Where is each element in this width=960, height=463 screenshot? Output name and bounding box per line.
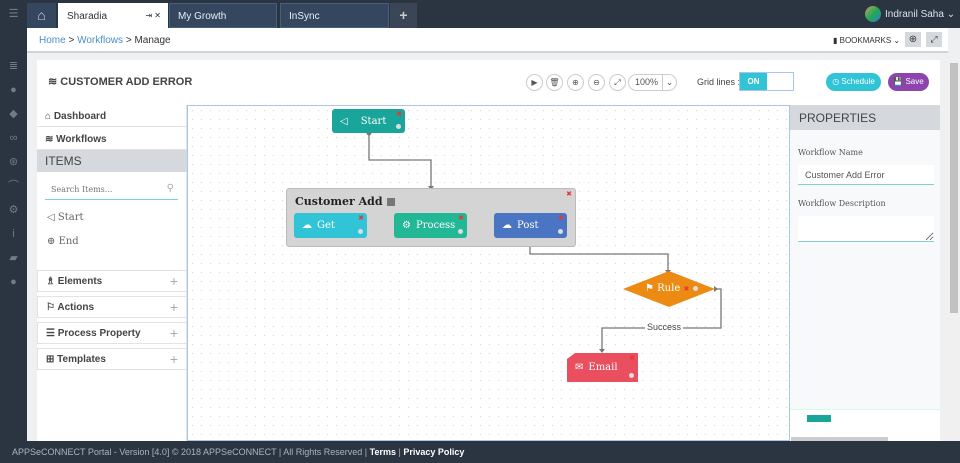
section-actions[interactable]: ⚐ Actions+ bbox=[37, 296, 187, 318]
connector-start-group bbox=[368, 133, 432, 188]
node-rule-shape[interactable] bbox=[623, 271, 715, 307]
close-icon[interactable]: ✖ bbox=[396, 110, 402, 118]
cloud-download-icon: ☁ bbox=[302, 220, 312, 231]
node-rule[interactable]: ⚑ Rule ✖ bbox=[645, 283, 698, 294]
breadcrumb-workflows[interactable]: Workflows bbox=[77, 35, 124, 46]
tab-my-growth[interactable]: My Growth bbox=[169, 3, 277, 28]
sidebar-item-workflows[interactable]: ≋ Workflows bbox=[37, 128, 187, 150]
tag-icon[interactable]: ◆ bbox=[9, 108, 18, 120]
success-label: Success bbox=[645, 322, 684, 332]
breadcrumb-home[interactable]: Home bbox=[39, 35, 66, 46]
item-start[interactable]: ◁ Start bbox=[47, 212, 84, 223]
breadcrumb-current: Manage bbox=[134, 35, 171, 46]
pin-close-icon[interactable]: ⇥ ✕ bbox=[145, 11, 161, 20]
node-email[interactable]: ✉Email✖ bbox=[567, 353, 638, 382]
plus-icon[interactable]: + bbox=[169, 351, 178, 367]
close-icon[interactable]: ✖ bbox=[358, 214, 364, 222]
menu-icon[interactable]: ☰ bbox=[8, 8, 19, 20]
privacy-link[interactable]: Privacy Policy bbox=[403, 447, 465, 457]
left-rail: ☰ ≣ ● ◆ ∞ ⊛ ⌒ ⚙ i ▰ ● bbox=[0, 0, 27, 463]
send-icon: ◁ bbox=[340, 115, 348, 127]
tab-insync[interactable]: InSync bbox=[280, 3, 389, 28]
group-header: Customer Add bbox=[295, 195, 395, 208]
cloud-upload-icon: ☁ bbox=[502, 220, 512, 231]
delete-button[interactable]: 🗑 bbox=[546, 74, 563, 91]
fit-button[interactable]: ⤢ bbox=[609, 74, 626, 91]
signpost-icon: ⚑ bbox=[645, 283, 654, 294]
user-icon[interactable]: ● bbox=[10, 276, 17, 288]
gear-icon[interactable]: ⚙ bbox=[8, 204, 19, 216]
workflow-canvas[interactable] bbox=[187, 105, 790, 441]
close-icon[interactable]: ✖ bbox=[458, 214, 464, 222]
collapse-icon[interactable] bbox=[386, 197, 395, 206]
avatar[interactable] bbox=[865, 6, 881, 22]
scrollbar[interactable] bbox=[948, 53, 960, 441]
properties-header: PROPERTIES bbox=[790, 105, 940, 130]
chat-icon[interactable]: ● bbox=[10, 84, 17, 96]
workflow-description-label: Workflow Description bbox=[798, 199, 886, 208]
item-end[interactable]: ⊕ End bbox=[47, 236, 79, 247]
terms-link[interactable]: Terms bbox=[369, 447, 396, 457]
close-icon[interactable]: ✖ bbox=[683, 285, 690, 293]
connector-rule-email bbox=[601, 288, 722, 351]
add-tab-button[interactable]: + bbox=[390, 3, 417, 28]
workflow-name-input[interactable] bbox=[798, 165, 934, 185]
zoom-select[interactable]: 100%⌄ bbox=[628, 74, 677, 91]
support-icon[interactable]: ⊛ bbox=[8, 156, 19, 168]
add-circle-button[interactable]: ⊕ bbox=[905, 32, 921, 47]
grid-lines-label: Grid lines : bbox=[697, 77, 741, 87]
node-get[interactable]: ☁Get✖ bbox=[294, 213, 367, 238]
close-icon[interactable]: ✖ bbox=[566, 191, 572, 198]
layers-icon: ≋ bbox=[48, 76, 58, 88]
section-elements[interactable]: ♗ Elements+ bbox=[37, 270, 187, 292]
properties-panel: PROPERTIES Workflow Name Workflow Descri… bbox=[790, 105, 940, 441]
footer: APPSeCONNECT Portal - Version [4.0] © 20… bbox=[0, 441, 960, 463]
save-button[interactable]: 💾 Save bbox=[888, 73, 929, 91]
info-icon[interactable]: i bbox=[12, 228, 15, 240]
minimap[interactable] bbox=[790, 409, 940, 441]
zoom-out-button[interactable]: ⊖ bbox=[588, 74, 605, 91]
mail-icon: ✉ bbox=[575, 362, 584, 373]
node-start[interactable]: ◁Start✖ bbox=[332, 109, 405, 133]
top-bar: ⌂ Sharadia⇥ ✕ My Growth InSync + Indrani… bbox=[27, 0, 960, 28]
bridge-icon[interactable]: ⌒ bbox=[8, 180, 19, 192]
schedule-button[interactable]: ◷ Schedule bbox=[826, 73, 881, 91]
page-title: ≋ CUSTOMER ADD ERROR bbox=[48, 76, 193, 88]
node-post[interactable]: ☁Post✖ bbox=[494, 213, 567, 238]
tab-sharadia[interactable]: Sharadia⇥ ✕ bbox=[58, 3, 168, 28]
workflow-description-input[interactable] bbox=[798, 216, 934, 242]
left-panel: ⌂ Dashboard ≋ Workflows ITEMS ⚲ ◁ Start … bbox=[37, 105, 187, 441]
user-menu[interactable]: Indranil Saha ⌄ bbox=[885, 9, 956, 20]
zoom-in-button[interactable]: ⊕ bbox=[567, 74, 584, 91]
sidebar-item-dashboard[interactable]: ⌂ Dashboard bbox=[37, 105, 187, 127]
bookmarks-dropdown[interactable]: ▮ BOOKMARKS ⌄ bbox=[833, 36, 901, 45]
section-templates[interactable]: ⊞ Templates+ bbox=[37, 348, 187, 370]
plus-icon[interactable]: + bbox=[169, 273, 178, 289]
close-icon[interactable]: ✖ bbox=[558, 214, 564, 222]
node-process[interactable]: ⚙Process✖ bbox=[394, 213, 467, 238]
breadcrumb: Home > Workflows > Manage ▮ BOOKMARKS ⌄ … bbox=[27, 28, 948, 53]
group-title: Customer Add bbox=[295, 195, 383, 208]
grid-lines-toggle[interactable]: ON bbox=[739, 72, 794, 91]
close-icon[interactable]: ✖ bbox=[629, 354, 635, 362]
expand-button[interactable]: ⤢ bbox=[926, 32, 942, 47]
plus-icon[interactable]: + bbox=[169, 299, 178, 315]
home-icon[interactable]: ⌂ bbox=[27, 3, 56, 28]
search-input[interactable] bbox=[45, 180, 160, 199]
ticket-icon[interactable]: ▰ bbox=[9, 252, 18, 264]
run-button[interactable]: ▶ bbox=[526, 74, 543, 91]
section-process-property[interactable]: ☰ Process Property+ bbox=[37, 322, 187, 344]
search-icon[interactable]: ⚲ bbox=[166, 183, 174, 194]
items-header: ITEMS bbox=[37, 150, 187, 172]
database-icon[interactable]: ≣ bbox=[8, 60, 19, 72]
gear-icon: ⚙ bbox=[402, 220, 411, 231]
workflow-name-label: Workflow Name bbox=[798, 148, 863, 157]
search-items: ⚲ bbox=[45, 180, 178, 200]
link-icon[interactable]: ∞ bbox=[9, 132, 18, 144]
plus-icon[interactable]: + bbox=[169, 325, 178, 341]
